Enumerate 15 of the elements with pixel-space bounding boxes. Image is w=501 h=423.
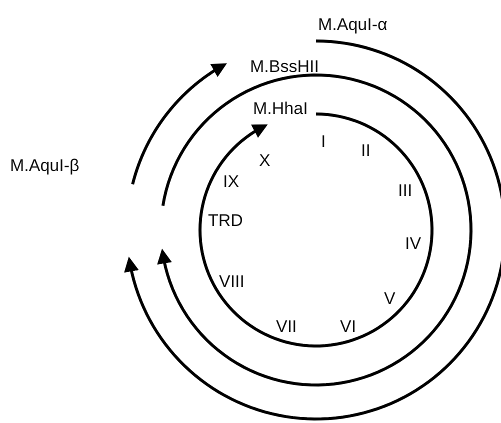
- protein-label: M.AquI-α: [318, 16, 388, 33]
- protein-label: M.AquI-β: [10, 157, 80, 174]
- motif-label: VI: [340, 318, 356, 335]
- motif-label: TRD: [208, 212, 243, 229]
- motif-label: II: [361, 142, 370, 159]
- motif-label: VIII: [219, 273, 245, 290]
- motif-label: III: [398, 182, 412, 199]
- motif-label: IV: [405, 235, 422, 252]
- protein-label: M.BssHII: [250, 58, 319, 75]
- motif-label: I: [321, 133, 326, 150]
- motif-label: V: [384, 290, 396, 307]
- motif-label: IX: [223, 173, 240, 190]
- protein-label: M.HhaI: [253, 100, 308, 117]
- motif-label: VII: [276, 318, 297, 335]
- motif-label: X: [259, 152, 270, 169]
